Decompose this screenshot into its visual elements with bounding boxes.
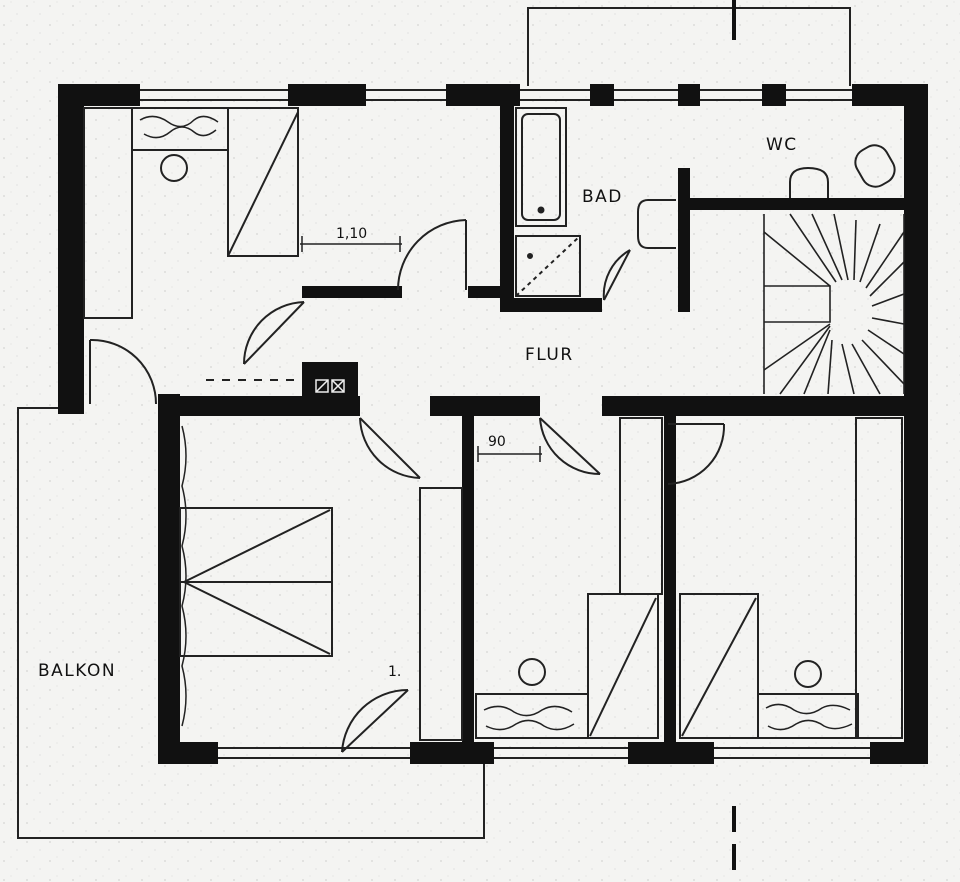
upper-left-furniture	[83, 107, 299, 319]
vent-box	[315, 379, 345, 393]
staircase	[763, 213, 905, 395]
exterior-walls	[58, 84, 928, 764]
mark-label: 1.	[388, 664, 401, 680]
toilet	[789, 144, 896, 198]
bed-sheet-pattern-top	[139, 115, 219, 139]
right-bedroom-furniture	[679, 417, 903, 739]
windows	[140, 89, 870, 759]
master-bedroom-furniture	[179, 425, 463, 741]
room-label-wc: WC	[766, 135, 798, 155]
washbasin	[637, 199, 676, 249]
doors	[89, 219, 726, 753]
middle-bedroom-furniture	[475, 417, 663, 739]
room-label-bad: BAD	[582, 187, 623, 207]
interior-walls	[180, 100, 928, 754]
shower-tray	[515, 235, 581, 297]
balcony-outline	[17, 407, 485, 839]
room-label-balkon: BALKON	[38, 661, 116, 681]
room-label-flur: FLUR	[525, 345, 574, 365]
dimension-label-1-10: 1,10	[336, 226, 367, 242]
dimension-line-mid	[477, 446, 542, 462]
dimension-label-90: 90	[488, 434, 506, 450]
dimension-line-top	[300, 236, 402, 252]
top-terrace-outline	[527, 7, 851, 86]
bathtub	[515, 107, 567, 227]
